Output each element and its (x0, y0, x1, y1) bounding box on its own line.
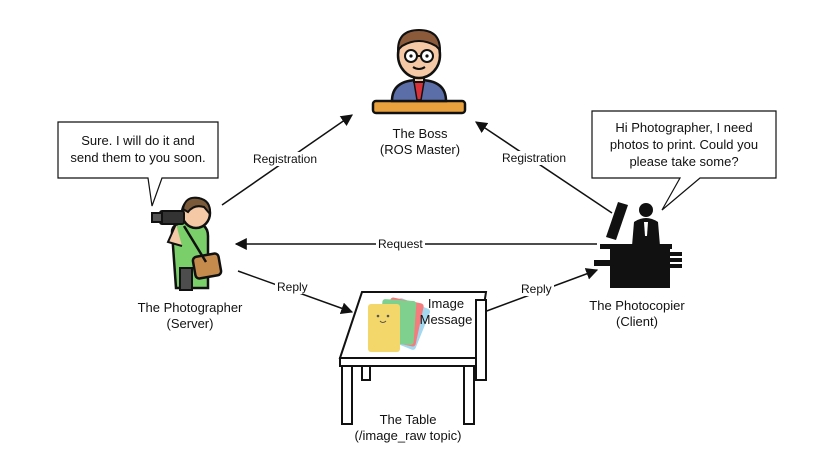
photographer-bubble-text: Sure. I will do it and send them to you … (58, 132, 218, 166)
boss-name: The Boss (392, 126, 448, 141)
photocopier-bubble-line-3: please take some? (629, 154, 739, 169)
message-line-2: Message (419, 312, 473, 327)
photo-stack-icon (368, 297, 431, 352)
photocopier-bubble-text: Hi Photographer, I need photos to print.… (592, 119, 776, 170)
registration-right-label: Registration (500, 151, 569, 165)
photocopier-label: The Photocopier (Client) (570, 298, 704, 330)
photocopier-icon (594, 202, 682, 288)
boss-role: (ROS Master) (379, 142, 461, 157)
photographer-bubble-line-1: Sure. I will do it and (81, 133, 195, 148)
reply-left-label: Reply (275, 280, 310, 294)
photocopier-bubble-line-1: Hi Photographer, I need (615, 120, 753, 135)
registration-left-label: Registration (251, 152, 320, 166)
message-label: Image Message (414, 296, 478, 328)
photographer-speech-bubble (57, 121, 219, 207)
boss-label: The Boss (ROS Master) (358, 126, 482, 158)
registration-right-arrow (475, 121, 613, 214)
reply-right-label: Reply (519, 282, 554, 296)
photocopier-role: (Client) (616, 314, 658, 329)
photographer-bubble-line-2: send them to you soon. (70, 150, 206, 165)
photocopier-name: The Photocopier (589, 298, 685, 313)
table-name: The Table (379, 412, 437, 427)
photographer-name: The Photographer (137, 300, 243, 315)
photocopier-speech-bubble (591, 110, 777, 211)
boss-icon (371, 28, 467, 115)
photocopier-bubble-line-2: photos to print. Could you (609, 137, 759, 152)
table-label: The Table (/image_raw topic) (338, 412, 478, 444)
request-label: Request (376, 237, 425, 251)
photographer-role: (Server) (166, 316, 214, 331)
photographer-label: The Photographer (Server) (118, 300, 262, 332)
photographer-icon (151, 196, 223, 291)
message-line-1: Image (427, 296, 465, 311)
table-role: (/image_raw topic) (354, 428, 462, 443)
